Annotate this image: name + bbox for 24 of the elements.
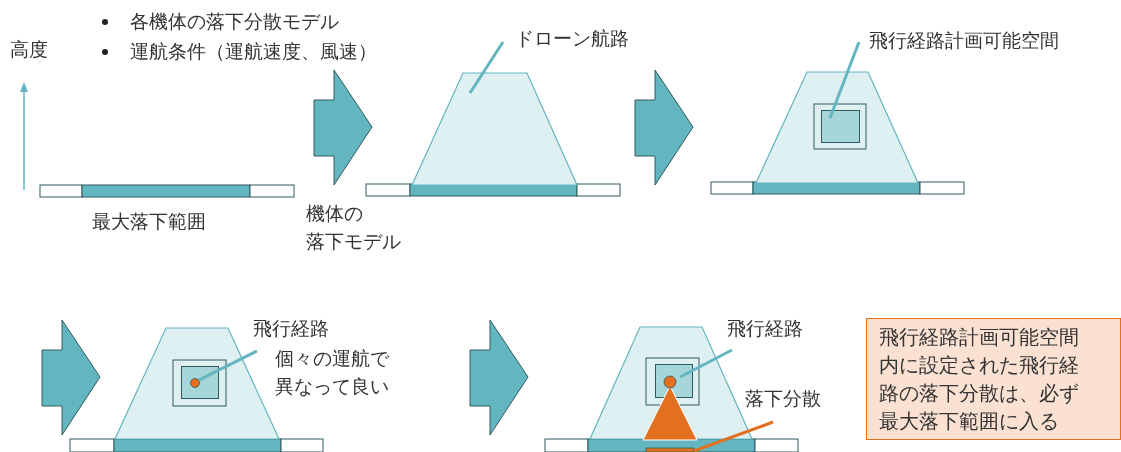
note-box: 飛行経路計画可能空間内に設定された飛行経路の落下分散は、必ず最大落下範囲に入る bbox=[866, 318, 1121, 440]
callout-note: 個々の運航で異なって良い bbox=[275, 346, 390, 399]
fall-area-bar bbox=[646, 448, 694, 452]
leader-line bbox=[679, 348, 733, 379]
callout-label: 飛行経路計画可能空間 bbox=[869, 28, 1059, 53]
callout-label: 落下分散 bbox=[745, 386, 821, 411]
flight-path-dot bbox=[190, 378, 200, 388]
callout-label: 飛行経路 bbox=[253, 316, 329, 341]
leader-line bbox=[198, 349, 258, 382]
callout-label: ドローン航路 bbox=[515, 26, 629, 51]
leader-line bbox=[828, 41, 861, 119]
flight-corridor-trapezoid bbox=[756, 72, 918, 183]
flight-path-square bbox=[821, 110, 860, 143]
leader-line bbox=[468, 41, 505, 94]
leader-line bbox=[693, 420, 774, 452]
axis-label: 高度 bbox=[10, 37, 48, 62]
fall-dispersion-triangle bbox=[643, 386, 697, 440]
caption-text: 最大落下範囲 bbox=[92, 209, 206, 234]
flight-path-square bbox=[181, 366, 219, 399]
caption-text: 機体の落下モデル bbox=[306, 201, 402, 254]
bullet-text: 各機体の落下分散モデル bbox=[130, 9, 339, 34]
flight-corridor-trapezoid bbox=[412, 73, 577, 185]
callout-label: 飛行経路 bbox=[727, 316, 803, 341]
bullet-text: 運航条件（運航速度、風速） bbox=[130, 39, 377, 64]
